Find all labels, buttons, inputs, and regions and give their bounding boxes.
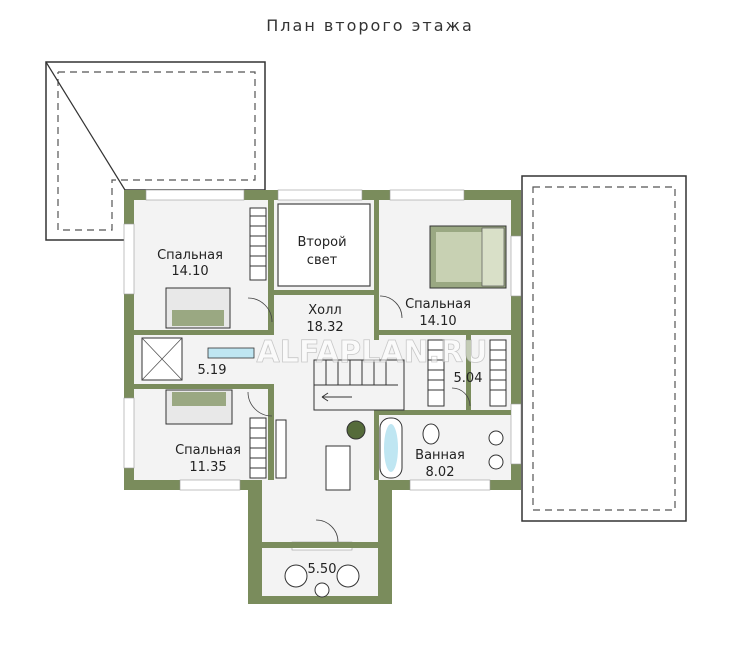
wardrobe-icons [249, 207, 507, 479]
interior-partitions [134, 200, 511, 548]
plant-icon [346, 420, 366, 440]
room-area-bathroom: 8.02 [426, 465, 455, 480]
room-name-hall: Холл [308, 303, 341, 318]
roof-outline-left [45, 61, 266, 241]
room-name-second-light-1: Второй [297, 235, 346, 250]
room-name-bedroom-1: Спальная [157, 248, 223, 263]
room-name-second-light-2: свет [307, 253, 338, 268]
watermark-logo: ALFAPLAN.RU [257, 335, 488, 370]
room-name-bedroom-3: Спальная [175, 443, 241, 458]
room-area-bedroom-1: 14.10 [171, 264, 208, 279]
room-name-bathroom: Ванная [415, 448, 465, 463]
balcony-chairs [284, 564, 360, 598]
room-area-balcony: 5.50 [308, 562, 337, 577]
room-area-closet: 5.04 [454, 371, 483, 386]
room-area-shower: 5.19 [198, 363, 227, 378]
second-light-void [277, 203, 371, 287]
plan-title: План второго этажа [266, 16, 474, 35]
door-swings [247, 295, 471, 543]
room-area-bedroom-2: 14.10 [419, 314, 456, 329]
bed-icons [165, 225, 507, 425]
room-area-hall: 18.32 [306, 320, 343, 335]
room-area-bedroom-3: 11.35 [189, 460, 226, 475]
room-name-bedroom-2: Спальная [405, 297, 471, 312]
room-labels: Спальная 14.10 Второй свет Холл 18.32 Сп… [157, 235, 482, 577]
bathroom-fixtures [141, 337, 504, 479]
stair-icon [313, 359, 405, 411]
roof-outline-right [521, 175, 687, 522]
desk-icon [325, 445, 351, 491]
